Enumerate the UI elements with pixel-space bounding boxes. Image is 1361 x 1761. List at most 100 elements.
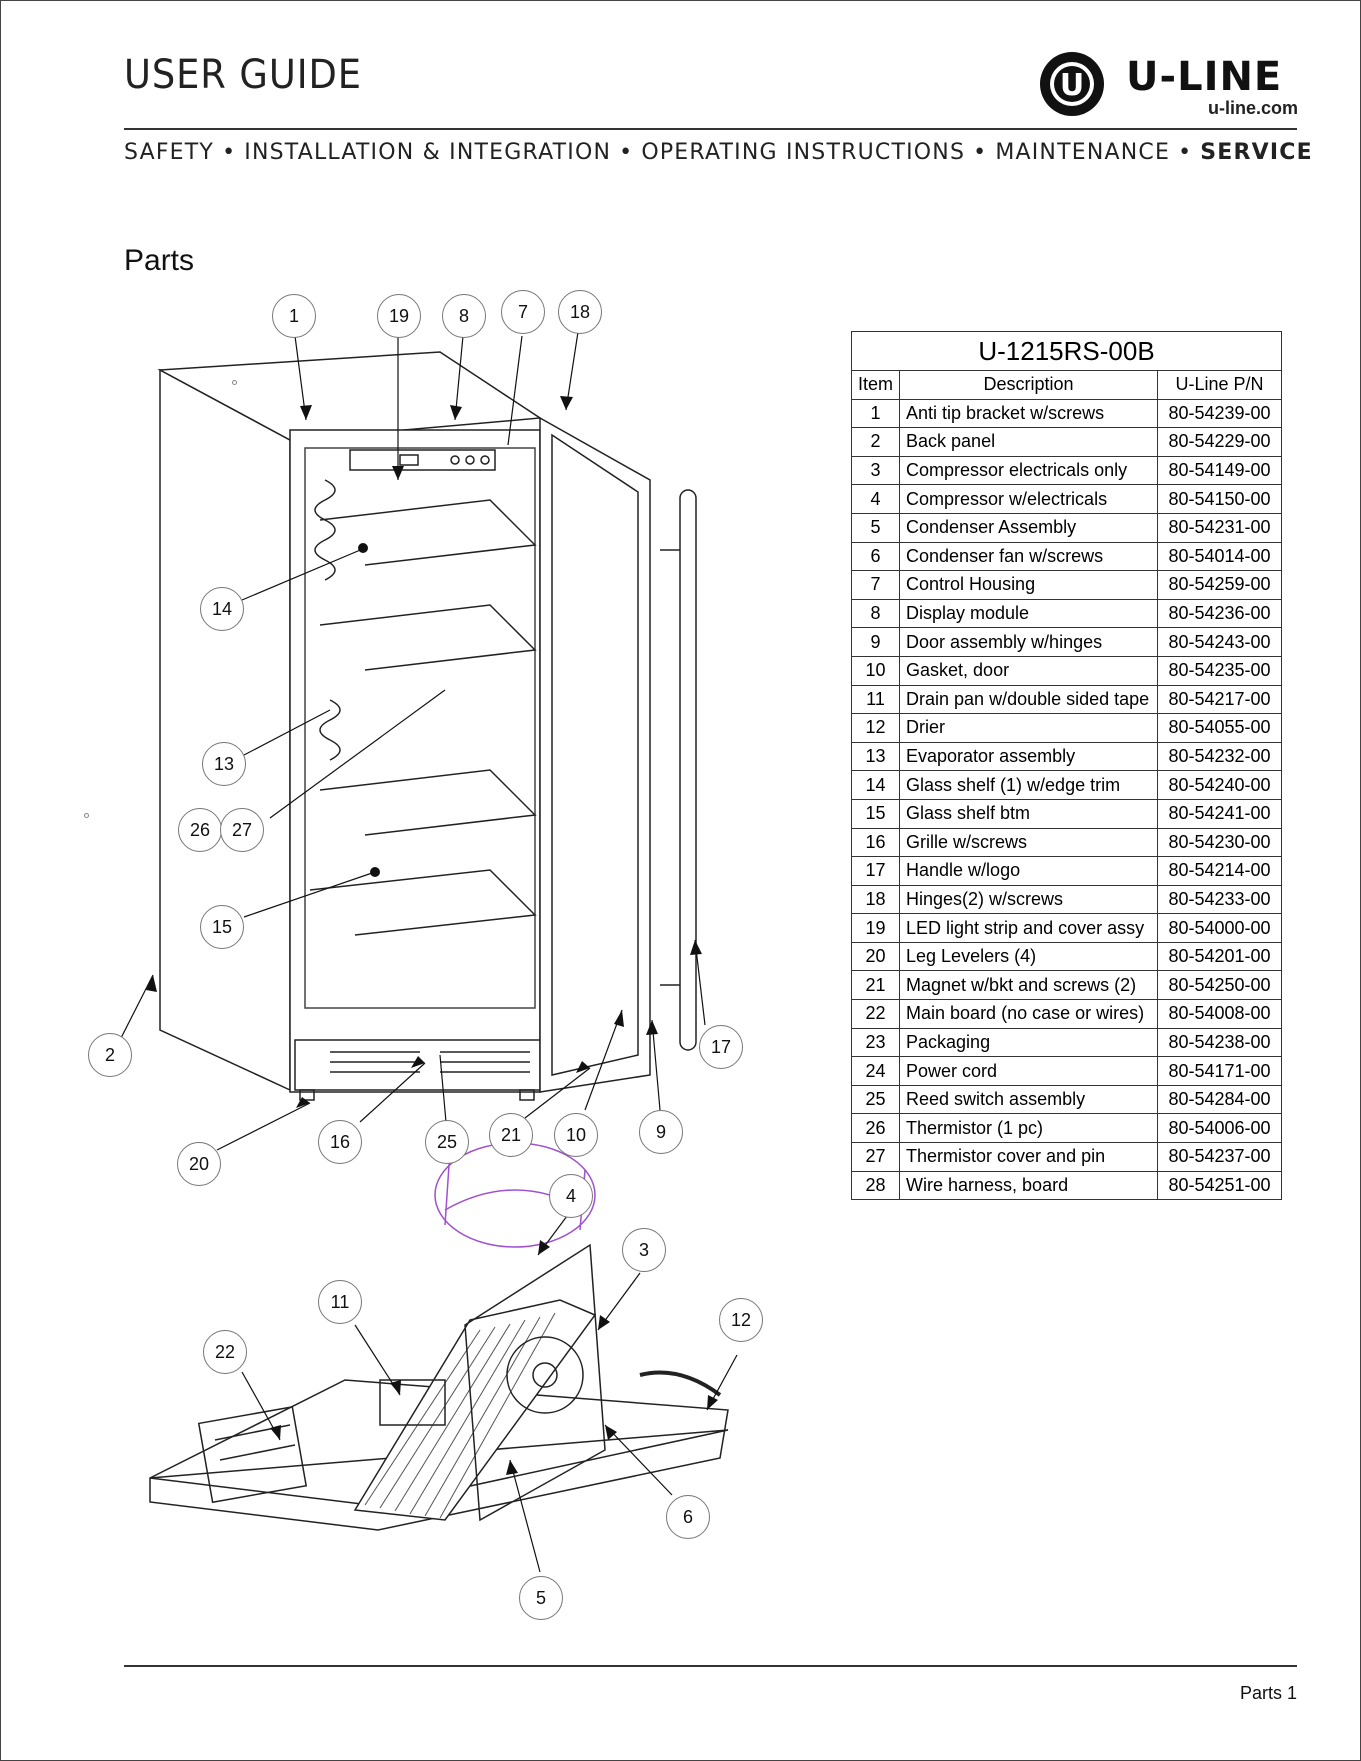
- item-number: 27: [850, 1142, 901, 1172]
- stray-mark: [84, 813, 89, 818]
- item-part-number: 80-54236-00: [1157, 598, 1283, 629]
- item-description: Handle w/logo: [899, 856, 1159, 886]
- callout-19: 19: [377, 294, 421, 338]
- item-number: 22: [850, 999, 901, 1029]
- item-number: 6: [850, 541, 901, 572]
- refrigerator-drawing: [119, 331, 738, 1573]
- item-number: 19: [850, 913, 901, 943]
- item-part-number: 80-54259-00: [1157, 570, 1283, 600]
- callout-2: 2: [88, 1033, 132, 1077]
- callout-25: 25: [425, 1120, 469, 1164]
- item-number: 10: [850, 655, 901, 686]
- item-part-number: 80-54008-00: [1157, 999, 1283, 1029]
- item-part-number: 80-54284-00: [1157, 1084, 1283, 1115]
- brand-mark-letter: U: [1060, 68, 1084, 103]
- item-description: Glass shelf (1) w/edge trim: [899, 770, 1159, 800]
- section-nav: SAFETY•INSTALLATION & INTEGRATION•OPERAT…: [124, 140, 1312, 165]
- item-part-number: 80-54014-00: [1157, 541, 1283, 572]
- item-number: 14: [850, 770, 901, 800]
- item-number: 13: [850, 741, 901, 772]
- callout-12: 12: [719, 1298, 763, 1342]
- item-description: Thermistor (1 pc): [899, 1113, 1159, 1144]
- callout-9: 9: [639, 1110, 683, 1154]
- doc-title: USER GUIDE: [124, 52, 362, 98]
- item-number: 24: [850, 1056, 901, 1086]
- callout-18: 18: [558, 290, 602, 334]
- item-part-number: 80-54150-00: [1157, 484, 1283, 514]
- item-number: 11: [850, 684, 901, 715]
- item-number: 1: [850, 398, 901, 429]
- col-header-description: Description: [899, 370, 1159, 400]
- item-part-number: 80-54251-00: [1157, 1170, 1283, 1201]
- item-number: 7: [850, 570, 901, 600]
- item-description: Reed switch assembly: [899, 1084, 1159, 1115]
- item-description: Condenser Assembly: [899, 512, 1159, 543]
- stray-mark: [232, 380, 237, 385]
- item-number: 12: [850, 713, 901, 743]
- footer-rule: [124, 1665, 1297, 1667]
- callout-7: 7: [501, 290, 545, 334]
- item-description: Back panel: [899, 427, 1159, 457]
- item-part-number: 80-54237-00: [1157, 1142, 1283, 1172]
- callout-1: 1: [272, 294, 316, 338]
- item-number: 23: [850, 1027, 901, 1058]
- callout-10: 10: [554, 1113, 598, 1157]
- model-number: U-1215RS-00B: [850, 331, 1283, 371]
- callout-14: 14: [200, 587, 244, 631]
- callout-13: 13: [202, 742, 246, 786]
- item-part-number: 80-54229-00: [1157, 427, 1283, 457]
- callout-21: 21: [489, 1113, 533, 1157]
- item-number: 21: [850, 970, 901, 1001]
- parts-diagram: [80, 280, 780, 1635]
- col-header-part-number: U-Line P/N: [1157, 370, 1283, 400]
- item-description: Main board (no case or wires): [899, 999, 1159, 1029]
- nav-installation: INSTALLATION & INTEGRATION: [244, 140, 612, 165]
- item-description: Compressor electricals only: [899, 455, 1159, 486]
- item-description: Leg Levelers (4): [899, 941, 1159, 972]
- nav-safety: SAFETY: [124, 140, 215, 165]
- nav-separator: •: [222, 140, 237, 165]
- item-description: Compressor w/electricals: [899, 484, 1159, 514]
- item-description: Anti tip bracket w/screws: [899, 398, 1159, 429]
- item-part-number: 80-54214-00: [1157, 856, 1283, 886]
- header-rule: [124, 128, 1297, 130]
- col-header-item: Item: [850, 370, 901, 400]
- item-description: Magnet w/bkt and screws (2): [899, 970, 1159, 1001]
- item-description: LED light strip and cover assy: [899, 913, 1159, 943]
- item-part-number: 80-54232-00: [1157, 741, 1283, 772]
- item-number: 15: [850, 798, 901, 829]
- parts-table: U-1215RS-00B Item Description U-Line P/N…: [850, 331, 1283, 1201]
- item-part-number: 80-54171-00: [1157, 1056, 1283, 1086]
- item-number: 28: [850, 1170, 901, 1201]
- item-number: 18: [850, 884, 901, 915]
- item-part-number: 80-54241-00: [1157, 798, 1283, 829]
- item-part-number: 80-54243-00: [1157, 627, 1283, 657]
- item-part-number: 80-54230-00: [1157, 827, 1283, 858]
- item-part-number: 80-54235-00: [1157, 655, 1283, 686]
- item-description: Condenser fan w/screws: [899, 541, 1159, 572]
- item-description: Packaging: [899, 1027, 1159, 1058]
- item-description: Grille w/screws: [899, 827, 1159, 858]
- item-number: 8: [850, 598, 901, 629]
- item-part-number: 80-54000-00: [1157, 913, 1283, 943]
- item-description: Display module: [899, 598, 1159, 629]
